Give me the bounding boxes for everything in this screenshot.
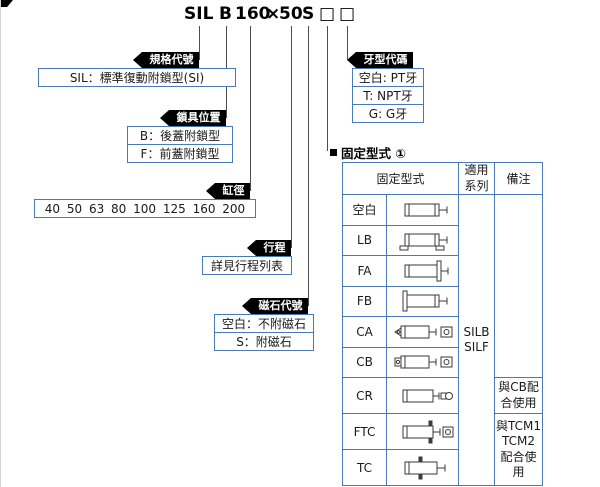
series-cell: SILB SILF [458,194,496,486]
cylinder-single-clevis-icon [385,316,460,348]
table-row: TC [342,449,543,486]
mount-code-tc: TC [342,449,387,486]
table-row: FB [342,285,543,318]
connector-line-mount [327,26,328,151]
remark-empty-cell [494,194,544,379]
page-left-edge [0,0,1,487]
callout-label-stroke: 行程 [247,240,291,256]
option-magnet-none: 空白：不附磁石 [214,314,314,333]
table-row: CA [342,316,543,348]
option-lock-b: B：後蓋附鎖型 [127,126,233,145]
model-code-stroke: 50 [279,4,303,24]
page-corner-mark [0,0,13,7]
connector-line-bore [250,26,251,191]
model-code-magnet: S [302,4,315,24]
cylinder-front-flange-icon [385,255,460,287]
header-remark: 備注 [494,161,544,196]
connector-line-spec [199,26,200,60]
table-row: 空白 SILB SILF [342,194,544,486]
model-code-bore: 160 [235,4,271,24]
option-thread-pt: 空白: PT牙 [352,68,424,87]
callout-label-spec: 規格代號 [133,52,199,68]
model-code-times-sign: × [266,4,281,24]
table-row: LB [342,224,543,257]
mount-code-blank: 空白 [342,194,387,226]
mount-code-ftc: FTC [342,413,387,451]
header-mount-type: 固定型式 [341,161,460,196]
remark-ftc-tc-cell: 與TCM1 TCM2 配合使用 [494,413,544,486]
mount-code-fa: FA [342,255,387,287]
model-code-box-thread: □ [339,4,356,24]
model-code-box-mount: □ [319,4,336,24]
table-header-row: 固定型式 適用 系列 備注 [341,161,544,196]
mount-type-table: 固定型式 適用 系列 備注 空白 SILB SILF LB FA FB CA [341,161,544,486]
cylinder-rear-eye-icon [385,377,460,415]
table-row: FA [342,255,543,287]
cylinder-double-clevis-icon [385,346,460,379]
mount-code-lb: LB [342,224,387,257]
option-lock-f: F：前蓋附鎖型 [127,144,233,163]
option-spec-sil: SIL：標準復動附鎖型(SI) [38,68,236,87]
option-thread-npt: T: NPT牙 [352,86,424,105]
remark-cr-cell: 與CB配 合使用 [494,377,544,415]
callout-label-magnet: 磁石代號 [242,298,308,314]
option-stroke-list: 詳見行程列表 [202,256,292,275]
mount-code-cr: CR [342,377,387,415]
option-bore-sizes: 40 50 63 80 100 125 160 200 [34,199,256,218]
header-series: 適用 系列 [458,161,496,196]
table-row: FTC 與TCM1 TCM2 配合使用 [342,413,544,486]
model-code-lock: B [219,4,232,24]
mount-type-heading: 固定型式 ① [330,143,406,162]
callout-label-lock: 鎖具位置 [160,110,226,126]
callout-label-bore: 缸徑 [206,183,250,199]
callout-label-thread: 牙型代碼 [347,52,413,68]
connector-line-magnet [308,26,309,306]
cylinder-basic-icon [385,194,460,226]
mount-code-ca: CA [342,316,387,348]
mount-code-fb: FB [342,285,387,318]
cylinder-rear-flange-icon [385,285,460,318]
mount-code-cb: CB [342,346,387,379]
connector-line-thread [347,26,348,60]
option-magnet-s: S：附磁石 [214,332,314,351]
cylinder-front-trunnion-icon [385,413,460,451]
square-bullet-icon [330,149,337,156]
mount-type-heading-label: 固定型式 ① [341,146,406,161]
table-row: CB [342,346,543,379]
table-row: CR 與CB配 合使用 [342,377,544,415]
cylinder-foot-mount-icon [385,224,460,257]
option-thread-g: G: G牙 [352,104,424,123]
connector-line-stroke [291,26,292,248]
model-code-prefix: SIL [184,4,214,24]
cylinder-center-trunnion-icon [385,449,460,486]
